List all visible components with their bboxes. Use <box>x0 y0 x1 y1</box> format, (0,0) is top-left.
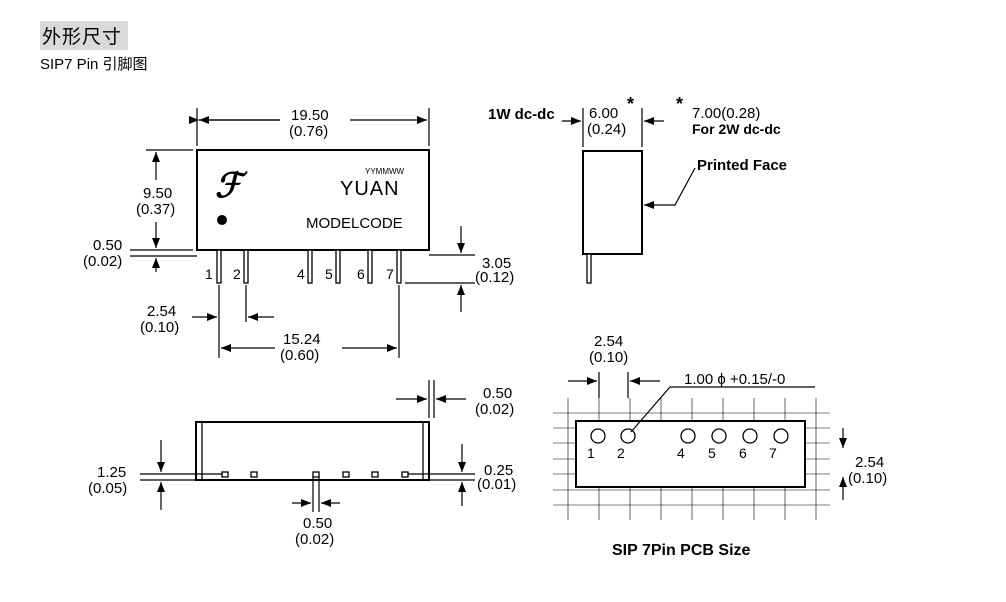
hole-1 <box>590 428 606 444</box>
pin-label-1: 1 <box>205 266 213 282</box>
pcb-pin-label-1: 1 <box>587 445 595 461</box>
pcb-pin-label-6: 6 <box>739 445 747 461</box>
dim-pin-length-in: (0.12) <box>475 269 514 286</box>
bottom-view: 0.50 (0.02) 1.25 (0.05) 0.25 (0.01) 0.50… <box>88 380 516 548</box>
module-body <box>196 149 430 251</box>
pin-label-7: 7 <box>386 266 394 282</box>
pcb-view: 1 2 4 5 6 7 2.54 (0.10) 1.00 ϕ +0.15/-0 … <box>553 333 887 559</box>
model-label: MODELCODE <box>306 215 403 232</box>
asterisk-1: * <box>627 94 634 114</box>
hole-5 <box>711 428 727 444</box>
pin-5 <box>335 249 341 284</box>
dim-1w: 6.00 <box>589 105 618 122</box>
label-1w: 1W dc-dc <box>488 106 555 123</box>
pin-2 <box>243 249 249 284</box>
dim-pin-width: 0.50 <box>483 385 512 402</box>
dim-thickness-in: (0.01) <box>477 476 516 493</box>
dim-height-in: (0.37) <box>136 201 175 218</box>
hole-spec: 1.00 ϕ +0.15/-0 <box>684 371 785 388</box>
title-block: 外形尺寸 SIP7 Pin 引脚图 <box>40 21 148 74</box>
pcb-pin-label-4: 4 <box>677 445 685 461</box>
pcb-pin-label-2: 2 <box>617 445 625 461</box>
pcb-dim-pitch: 2.54 <box>594 333 623 350</box>
pad-1 <box>221 471 229 478</box>
pcb-dim-pitch-in: (0.10) <box>589 349 628 366</box>
date-code: YYMMWW <box>365 167 405 176</box>
pcb-caption: SIP 7Pin PCB Size <box>612 542 751 559</box>
pcb-dim-row-in: (0.10) <box>848 470 887 487</box>
dim-lead-in: (0.02) <box>295 531 334 548</box>
dim-pin-length: 3.05 <box>482 255 511 272</box>
brand-label: YUAN <box>340 178 400 200</box>
dim-2w: 7.00(0.28) <box>692 105 760 122</box>
side-view: 1W dc-dc 6.00 * (0.24) * 7.00(0.28) For … <box>488 94 787 284</box>
pin-label-6: 6 <box>357 266 365 282</box>
pad-4 <box>312 471 320 478</box>
hole-7 <box>773 428 789 444</box>
front-view: ℱ YYMMWW YUAN MODELCODE 1 2 4 5 6 7 <box>83 107 514 364</box>
dim-length: 19.50 <box>291 107 329 124</box>
label-2w: For 2W dc-dc <box>692 121 781 137</box>
pad-7 <box>401 471 409 478</box>
dim-pitch-in: (0.10) <box>140 319 179 336</box>
pcb-dim-row: 2.54 <box>855 454 884 471</box>
pin-7 <box>396 249 402 284</box>
pin1-dot <box>217 215 227 225</box>
side-pin <box>586 253 592 284</box>
dim-standoff: 0.50 <box>93 237 122 254</box>
side-body <box>582 150 643 255</box>
dim-lead: 0.50 <box>303 515 332 532</box>
pcb-pin-label-7: 7 <box>769 445 777 461</box>
pad-5 <box>342 471 350 478</box>
pin-label-2: 2 <box>233 266 241 282</box>
bottom-body <box>195 421 430 481</box>
dim-pitch: 2.54 <box>147 303 176 320</box>
dim-pin-width-in: (0.02) <box>475 401 514 418</box>
page-title: 外形尺寸 <box>40 21 129 50</box>
dim-offset: 1.25 <box>97 464 126 481</box>
pin-pads <box>221 471 409 478</box>
hole-4 <box>680 428 696 444</box>
pcb-pin-label-5: 5 <box>708 445 716 461</box>
pin-6 <box>367 249 373 284</box>
dim-thickness: 0.25 <box>484 462 513 479</box>
page-subtitle: SIP7 Pin 引脚图 <box>40 56 148 73</box>
pin-label-5: 5 <box>325 266 333 282</box>
pcb-holes <box>590 428 789 444</box>
pad-6 <box>371 471 379 478</box>
pins <box>216 249 402 284</box>
hole-6 <box>742 428 758 444</box>
dim-standoff-in: (0.02) <box>83 253 122 270</box>
pin-label-4: 4 <box>297 266 305 282</box>
asterisk-2: * <box>676 94 683 114</box>
printed-face-label: Printed Face <box>697 157 787 174</box>
dim-offset-in: (0.05) <box>88 480 127 497</box>
dim-length-in: (0.76) <box>289 123 328 140</box>
pin-4 <box>307 249 313 284</box>
dim-1w-in: (0.24) <box>587 121 626 138</box>
pin-1 <box>216 249 222 284</box>
dim-span: 15.24 <box>283 331 321 348</box>
hole-2 <box>620 428 636 444</box>
dim-height: 9.50 <box>143 185 172 202</box>
dim-span-in: (0.60) <box>280 347 319 364</box>
pad-2 <box>250 471 258 478</box>
